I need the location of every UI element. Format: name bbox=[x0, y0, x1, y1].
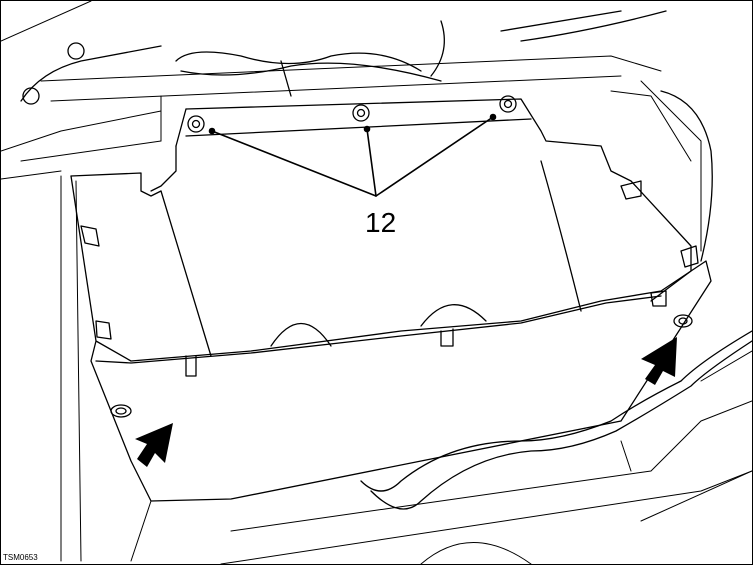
upper-mounting-bracket bbox=[150, 98, 692, 357]
arrow-icon-right bbox=[641, 337, 677, 385]
screws bbox=[110, 95, 693, 418]
wiring-harness bbox=[20, 10, 752, 510]
callout-label-12: 12 bbox=[365, 207, 397, 238]
glovebox-assembly bbox=[70, 172, 712, 502]
callout-leader-lines bbox=[208, 113, 497, 197]
figure-reference: TSM0653 bbox=[3, 553, 38, 562]
arrow-icons bbox=[135, 337, 677, 467]
arrow-icon-left bbox=[135, 423, 173, 467]
